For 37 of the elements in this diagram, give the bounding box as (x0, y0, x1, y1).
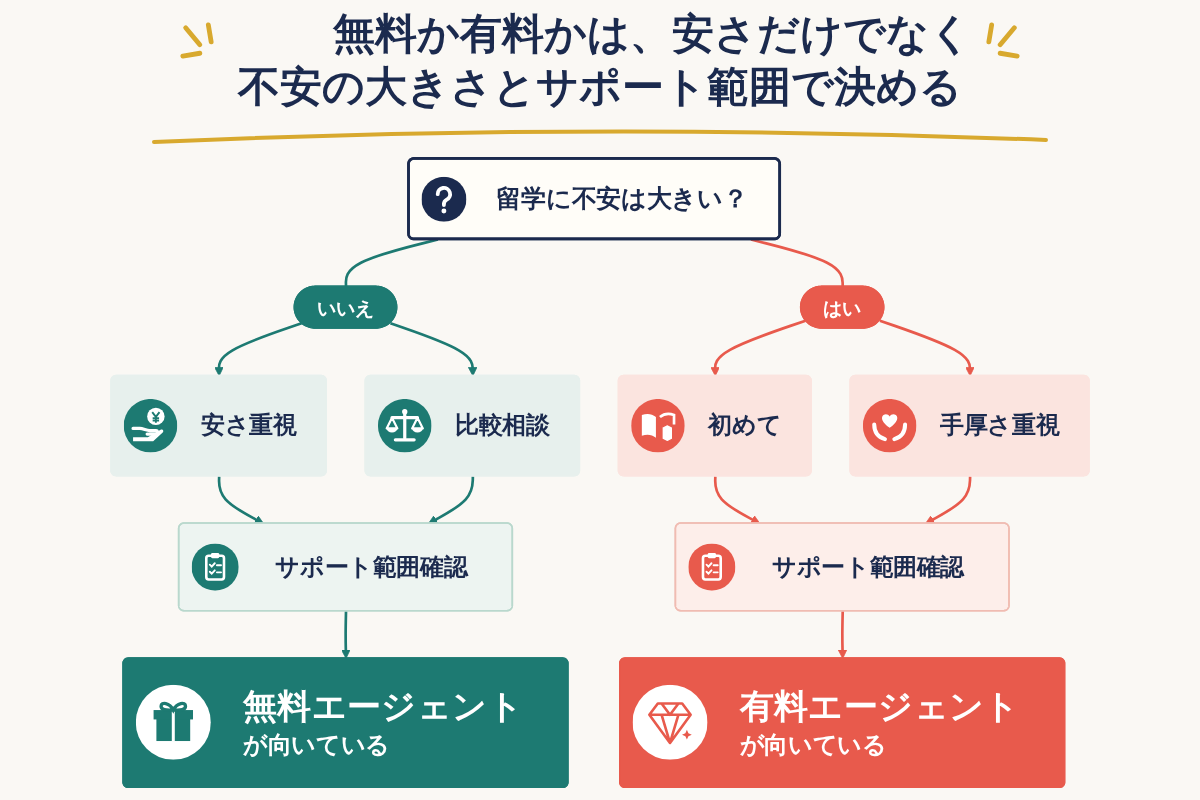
step-box (177, 522, 514, 612)
arrow (214, 322, 303, 377)
answer-pill (293, 285, 398, 329)
result-heading: 有料エージェント (739, 685, 1020, 727)
option-box (364, 374, 581, 477)
subtext: が向いている (243, 732, 390, 759)
answer-pill (799, 285, 885, 329)
connector-line (750, 238, 845, 287)
answer-label: はい (822, 296, 862, 320)
subtext: が向いている (739, 732, 887, 759)
arrow (341, 611, 351, 659)
option-box (849, 374, 1090, 477)
result-box (122, 657, 569, 789)
result-heading: 無料エージェント (243, 685, 524, 727)
arrow (428, 476, 475, 524)
result-box (619, 657, 1066, 789)
step-label: サポート範囲確認 (275, 553, 468, 580)
option-box (617, 374, 812, 477)
option-label: 初めて (708, 411, 782, 439)
step-label: サポート範囲確認 (771, 553, 964, 580)
arrow (713, 476, 761, 524)
option-label: 安さ重視 (200, 411, 297, 439)
arrow (925, 476, 972, 524)
option-box (110, 374, 327, 477)
option-label: 比較相談 (455, 411, 550, 439)
arrow (837, 611, 848, 659)
arrow (390, 322, 478, 377)
arrow (879, 319, 975, 377)
step-box (674, 522, 1010, 612)
title: 無料か有料かは、安さだけでなく不安の大きさとサポート範囲で決める (236, 8, 973, 113)
answer-label: いいえ (316, 296, 375, 320)
question-text: 留学に不安は大きい？ (496, 184, 748, 213)
question-box (407, 157, 782, 241)
connector-line (344, 238, 439, 287)
arrow (710, 319, 806, 377)
option-label: 手厚さ重視 (940, 411, 1060, 439)
arrow (217, 476, 264, 524)
